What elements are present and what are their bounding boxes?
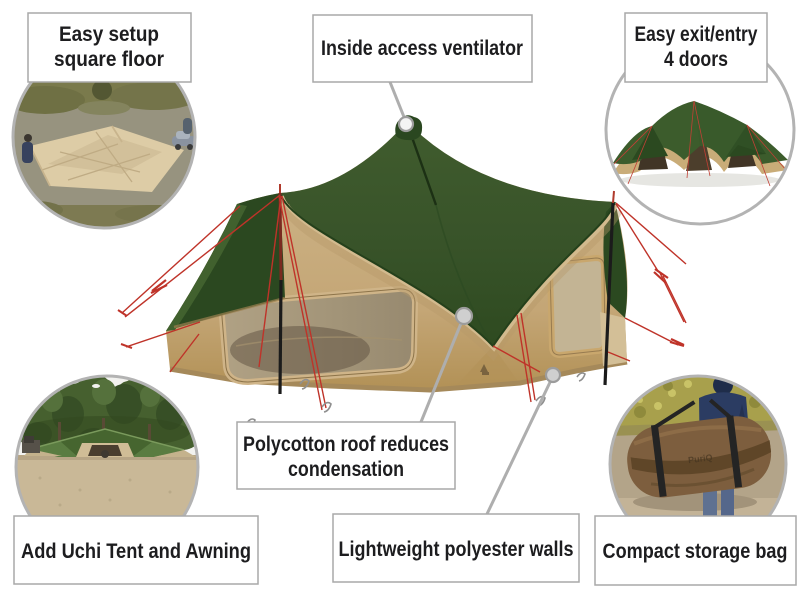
svg-text:4 doors: 4 doors (664, 48, 728, 71)
svg-text:Polycotton roof reduces: Polycotton roof reduces (243, 433, 449, 456)
svg-text:square floor: square floor (54, 48, 164, 71)
svg-text:condensation: condensation (288, 458, 404, 481)
svg-text:Easy setup: Easy setup (59, 23, 159, 46)
svg-text:Compact storage bag: Compact storage bag (603, 540, 788, 563)
svg-text:PuriQ: PuriQ (688, 452, 714, 465)
svg-text:Add Uchi Tent and Awning: Add Uchi Tent and Awning (21, 540, 251, 563)
svg-text:Inside access ventilator: Inside access ventilator (321, 37, 523, 60)
svg-text:Lightweight polyester walls: Lightweight polyester walls (339, 538, 574, 561)
svg-text:Easy exit/entry: Easy exit/entry (635, 23, 758, 46)
